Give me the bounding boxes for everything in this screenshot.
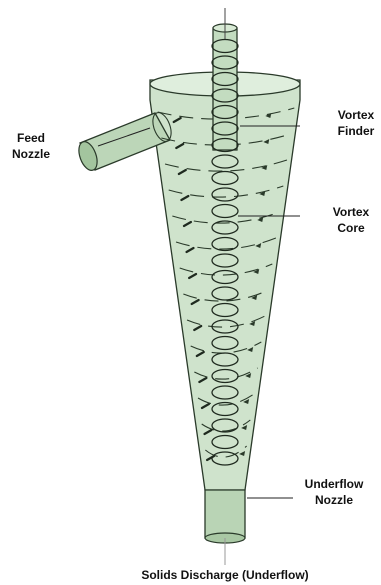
vortex-finder-label: Vortex Finder (326, 107, 381, 139)
vortex-core-label-line2: Core (322, 220, 380, 236)
vortex-core-label-line1: Vortex (322, 204, 380, 220)
vortex-finder-label-line1: Vortex (326, 107, 381, 123)
feed-nozzle-label: Feed Nozzle (2, 130, 60, 162)
feed-nozzle-label-line1: Feed (2, 130, 60, 146)
underflow-nozzle-label-line1: Underflow (291, 476, 377, 492)
underflow-nozzle-label: Underflow Nozzle (291, 476, 377, 508)
underflow-nozzle-label-line2: Nozzle (291, 492, 377, 508)
vortex-finder-label-line2: Finder (326, 123, 381, 139)
solids-discharge-label: Solids Discharge (Underflow) (95, 567, 355, 583)
underflow-nozzle (205, 490, 245, 538)
vortex-core-label: Vortex Core (322, 204, 380, 236)
feed-nozzle-label-line2: Nozzle (2, 146, 60, 162)
